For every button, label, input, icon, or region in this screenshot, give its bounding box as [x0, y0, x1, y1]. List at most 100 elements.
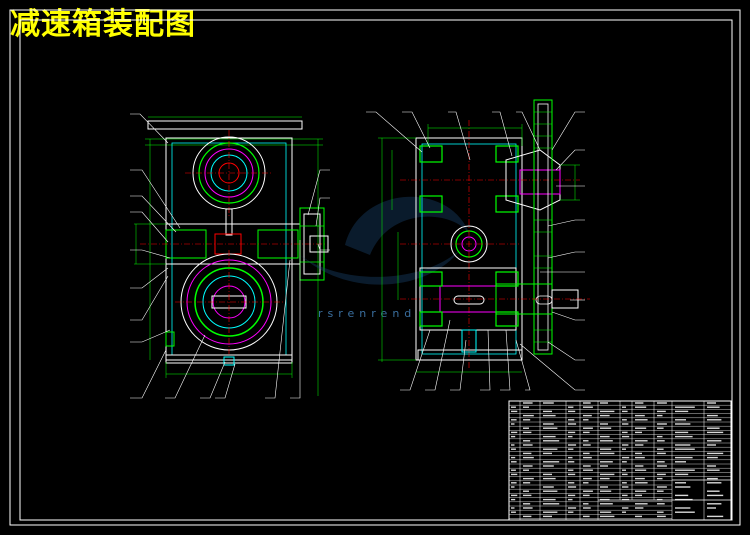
table-cell-mark [543, 461, 560, 463]
table-cell-mark [622, 469, 626, 471]
table-cell-mark [568, 482, 575, 484]
table-cell-mark [600, 427, 612, 429]
outer-border [9, 9, 741, 526]
table-cell-mark [675, 456, 693, 459]
table-cell-mark [707, 427, 720, 429]
table-cell-mark [657, 515, 666, 518]
table-cell-mark [622, 486, 629, 488]
watermark-text: rsrenrend [318, 307, 416, 320]
table-cell-mark [707, 452, 724, 455]
table-cell-mark [622, 406, 626, 408]
inner-border [19, 19, 733, 521]
table-cell-mark [622, 435, 630, 438]
table-cell-mark [523, 494, 532, 497]
table-cell-mark [657, 410, 666, 413]
table-cell-mark [568, 406, 574, 408]
table-cell-mark [635, 452, 642, 455]
table-cell-mark [511, 456, 516, 459]
table-cell-mark [523, 402, 533, 404]
table-cell-mark [568, 419, 575, 421]
table-cell-mark [523, 490, 529, 492]
table-cell-mark [675, 461, 686, 463]
table-cell-mark [622, 448, 626, 450]
table-cell-mark [523, 440, 531, 442]
table-cell-mark [600, 473, 615, 476]
table-cell-mark [622, 498, 630, 501]
table-cell-mark [635, 444, 644, 446]
table-cell-mark [543, 423, 554, 425]
table-cell-mark [523, 406, 529, 408]
table-cell-mark [543, 465, 554, 467]
table-cell-mark [543, 452, 552, 455]
table-cell-mark [635, 402, 644, 404]
table-cell-mark [523, 452, 532, 455]
table-cell-mark [583, 482, 589, 484]
table-cell-mark [707, 456, 718, 459]
table-cell-mark [583, 507, 591, 509]
table-cell-mark [635, 427, 647, 429]
table-cell-mark [675, 473, 689, 476]
table-cell-mark [657, 503, 665, 505]
table-cell-mark [568, 473, 576, 476]
table-cell-mark [568, 507, 577, 509]
table-cell-mark [543, 448, 558, 450]
table-cell-mark [568, 410, 576, 413]
table-cell-mark [657, 477, 663, 480]
table-cell-mark [583, 456, 592, 459]
table-cell-mark [523, 427, 529, 429]
table-cell-mark [543, 511, 558, 513]
table-cell-mark [622, 482, 627, 484]
table-cell-mark [622, 419, 627, 421]
table-cell-mark [583, 444, 591, 446]
table-cell-mark [707, 465, 716, 467]
table-cell-mark [583, 465, 591, 467]
table-cell-mark [707, 503, 722, 505]
table-cell-mark [583, 477, 592, 480]
table-cell-mark [622, 473, 628, 476]
table-cell-mark [523, 431, 532, 434]
table-cell-mark [657, 440, 665, 442]
table-cell-mark [543, 427, 558, 429]
table-cell-mark [600, 515, 615, 518]
table-cell-mark [568, 469, 574, 471]
table-cell-mark [635, 431, 642, 434]
table-cell-mark [635, 440, 648, 442]
drawing-title: 减速箱装配图 [10, 7, 196, 42]
table-cell-mark [583, 515, 590, 518]
table-cell-mark [675, 507, 691, 509]
table-cell-mark [635, 469, 647, 471]
table-cell-mark [675, 410, 689, 413]
table-cell-mark [511, 498, 516, 501]
table-cell-mark [675, 406, 695, 408]
table-cell-mark [583, 406, 593, 408]
table-cell-mark [622, 456, 630, 459]
table-cell-mark [707, 494, 724, 497]
table-cell-mark [675, 444, 691, 446]
table-cell-mark [657, 473, 666, 476]
table-cell-mark [600, 490, 612, 492]
table-cell-mark [511, 435, 516, 438]
table-cell-mark [635, 419, 648, 421]
table-cell-mark [657, 402, 667, 404]
table-cell-mark [635, 507, 644, 509]
table-cell-mark [675, 435, 693, 438]
table-cell-mark [635, 414, 645, 417]
table-cell-mark [622, 511, 626, 513]
table-cell-mark [707, 477, 718, 480]
table-cell-mark [511, 511, 516, 513]
table-cell-mark [511, 486, 515, 488]
table-cell-mark [568, 444, 577, 446]
table-cell-mark [635, 406, 647, 408]
table-cell-mark [511, 406, 516, 408]
table-cell-mark [543, 473, 552, 476]
table-cell-mark [707, 419, 722, 421]
table-cell-mark [657, 448, 664, 450]
table-cell-mark [600, 414, 610, 417]
table-cell-mark [622, 461, 627, 463]
table-cell-mark [523, 469, 529, 471]
table-cell-mark [568, 431, 576, 434]
table-cell-mark [511, 507, 515, 509]
table-cell-mark [622, 507, 629, 509]
table-cell-mark [600, 448, 612, 450]
